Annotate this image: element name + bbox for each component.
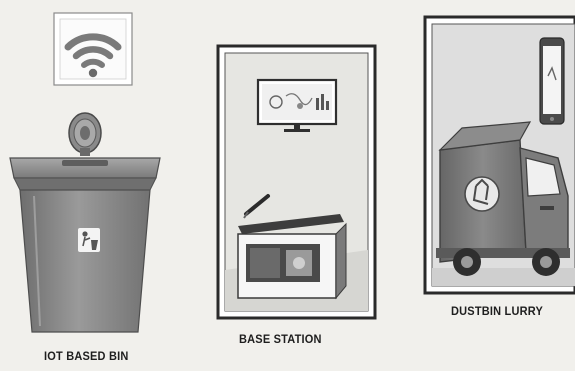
sensor-icon bbox=[69, 113, 101, 156]
caption-base-station: BASE STATION bbox=[239, 334, 322, 347]
monitor-icon bbox=[258, 80, 336, 132]
iot-bin bbox=[10, 113, 160, 332]
smartphone-icon bbox=[540, 38, 564, 124]
base-station-panel bbox=[218, 46, 375, 318]
trash-logo-icon bbox=[78, 228, 100, 252]
caption-dustbin-lorry: DUSTBIN LURRY bbox=[451, 306, 543, 319]
wifi-icon bbox=[54, 13, 132, 85]
caption-iot-bin: IOT BASED BIN bbox=[44, 351, 129, 364]
recycle-icon bbox=[465, 177, 499, 211]
dustbin-lorry-panel bbox=[425, 17, 575, 293]
